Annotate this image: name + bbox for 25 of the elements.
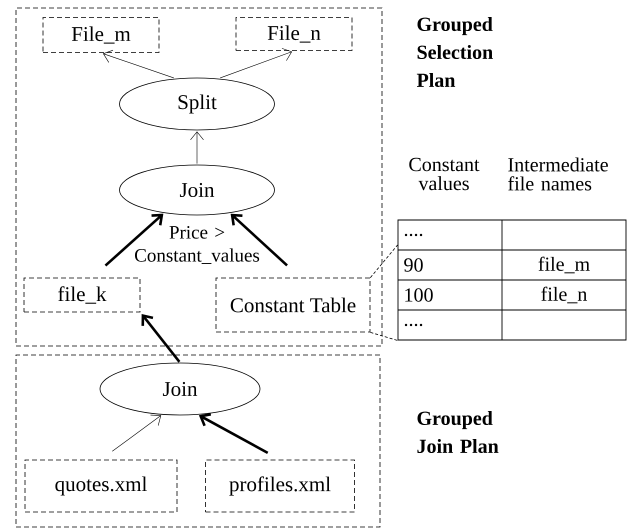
table-cell: .... (404, 324, 422, 326)
file-box: Constant Table (216, 278, 370, 332)
arrow (190, 131, 204, 164)
arrow (230, 214, 288, 266)
table-cell: 90 (404, 258, 423, 272)
arrow (198, 413, 268, 454)
table-cell: file_m (538, 256, 590, 274)
condition-label: Price > Constant_values (135, 226, 260, 264)
file-box: file_k (24, 278, 140, 312)
file-box: File_m (42, 17, 160, 53)
arrow (104, 214, 164, 267)
plan-heading: Grouped Join Plan (417, 410, 498, 454)
file-box: File_n (236, 17, 352, 51)
arrow (102, 50, 174, 78)
arrow (112, 414, 162, 452)
leader-line (370, 332, 398, 341)
column-header: Constant values (409, 158, 480, 190)
file-box: profiles.xml (205, 460, 355, 512)
arrow (220, 48, 292, 78)
table-cell: .... (404, 234, 422, 236)
table-cell: file_n (541, 286, 588, 304)
table-cell: 100 (405, 288, 433, 302)
column-header: Intermediate file names (508, 157, 608, 191)
plan-heading: Grouped Selection Plan (416, 16, 493, 88)
file-box: quotes.xml (24, 460, 178, 512)
